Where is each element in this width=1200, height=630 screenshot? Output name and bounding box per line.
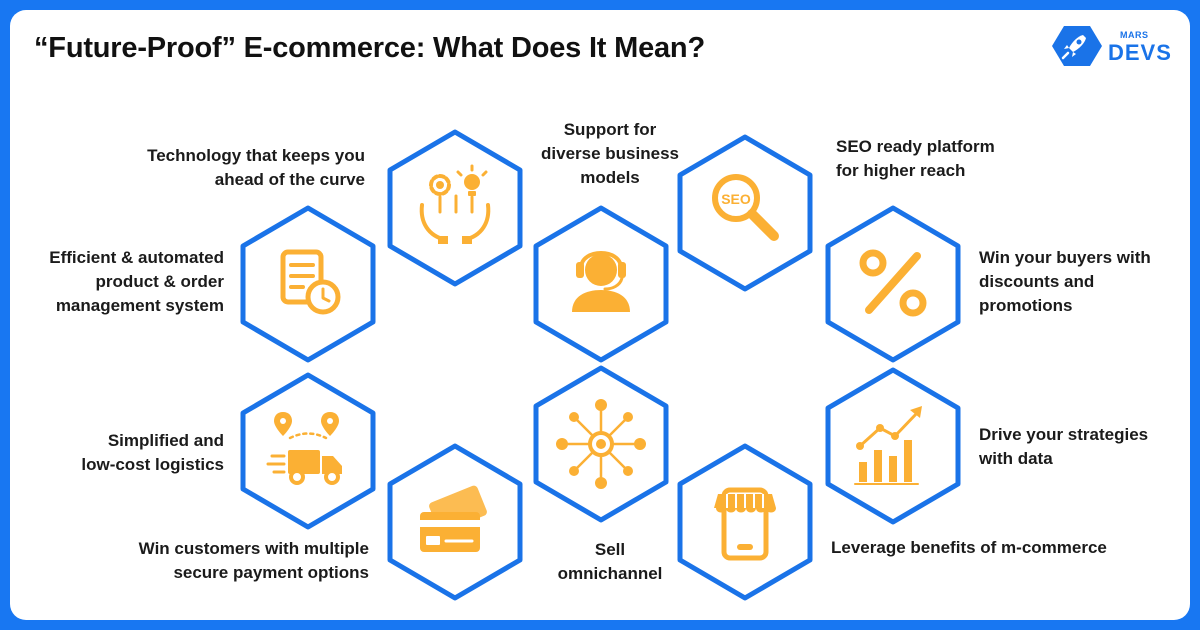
- delivery-truck-icon: [266, 412, 342, 485]
- network-hub-icon: [556, 399, 646, 489]
- hexagon-seo: SEO: [677, 134, 813, 292]
- page-title: “Future-Proof” E-commerce: What Does It …: [34, 32, 705, 64]
- hexagon-payment: [387, 443, 523, 601]
- label-omnichannel: Sell omnichannel: [557, 540, 663, 583]
- credit-cards-icon: [420, 485, 487, 552]
- hexagon-logistics: [240, 372, 376, 530]
- label-mcommerce: Leverage benefits of m-commerce: [831, 538, 1107, 557]
- hexagon-support: [533, 205, 669, 363]
- label-efficient: Efficient & automated product & order ma…: [49, 248, 224, 315]
- label-technology: Technology that keeps you ahead of the c…: [147, 146, 365, 189]
- hexagon-technology: [387, 129, 523, 287]
- percent-icon: [859, 249, 927, 317]
- logo-big-text: DEVS: [1108, 40, 1172, 65]
- label-seo: SEO ready platform for higher reach: [836, 137, 995, 180]
- mobile-shop-icon: [714, 487, 776, 561]
- mars-devs-logo: MARS DEVS: [1050, 24, 1180, 68]
- headset-agent-icon: [572, 251, 630, 312]
- document-clock-icon: [280, 249, 341, 315]
- logo-small-text: MARS: [1120, 30, 1149, 40]
- hexagon-data: [825, 367, 961, 525]
- hexagon-efficient: [240, 205, 376, 363]
- label-payment: Win customers with multiple secure payme…: [138, 539, 369, 582]
- bar-chart-trend-icon: [854, 406, 922, 485]
- hexagon-discounts: [825, 205, 961, 363]
- rocket-icon: [1052, 26, 1102, 66]
- label-data: Drive your strategies with data: [979, 425, 1149, 468]
- hexagon-diagram: SEO: [240, 129, 961, 601]
- hexagon-mcommerce: [677, 443, 813, 601]
- svg-text:SEO: SEO: [721, 191, 751, 207]
- label-discounts: Win your buyers with discounts and promo…: [979, 248, 1151, 315]
- seo-magnifier-icon: SEO: [712, 174, 779, 241]
- label-logistics: Simplified and low-cost logistics: [81, 431, 224, 474]
- infographic-card: “Future-Proof” E-commerce: What Does It …: [10, 10, 1190, 620]
- label-support: Support for diverse business models: [541, 120, 679, 187]
- gear-bulb-hands-icon: [419, 164, 491, 244]
- hexagon-omnichannel: [533, 365, 669, 523]
